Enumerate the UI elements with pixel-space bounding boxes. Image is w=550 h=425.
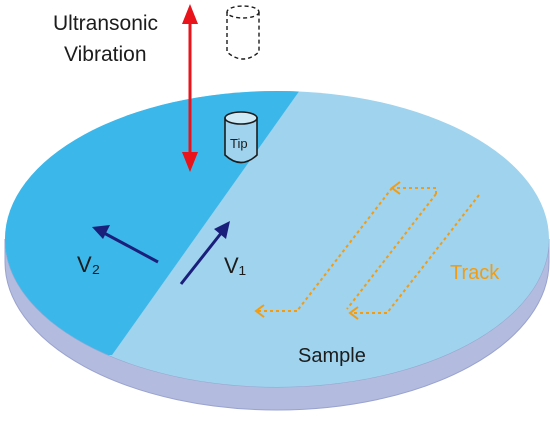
tip-ghost-icon: [226, 5, 260, 60]
tip-label: Tip: [230, 136, 248, 151]
track-arrowheads: [254, 181, 401, 320]
track-path-icon: [256, 187, 480, 314]
velocity-arrow-icon: [92, 225, 159, 264]
v2-label: V₂: [77, 252, 100, 277]
track-label: Track: [450, 262, 500, 284]
v2-region: [5, 91, 300, 355]
vibration-arrow-icon: [182, 4, 198, 172]
v1-label: V₁: [224, 253, 246, 278]
velocity-arrow-icon: [179, 221, 230, 285]
sample-label: Sample: [298, 345, 366, 367]
vibration-label-line1: Ultransonic: [53, 12, 158, 35]
vibration-label-line2: Vibration: [64, 43, 147, 66]
tip-icon: [224, 111, 258, 164]
